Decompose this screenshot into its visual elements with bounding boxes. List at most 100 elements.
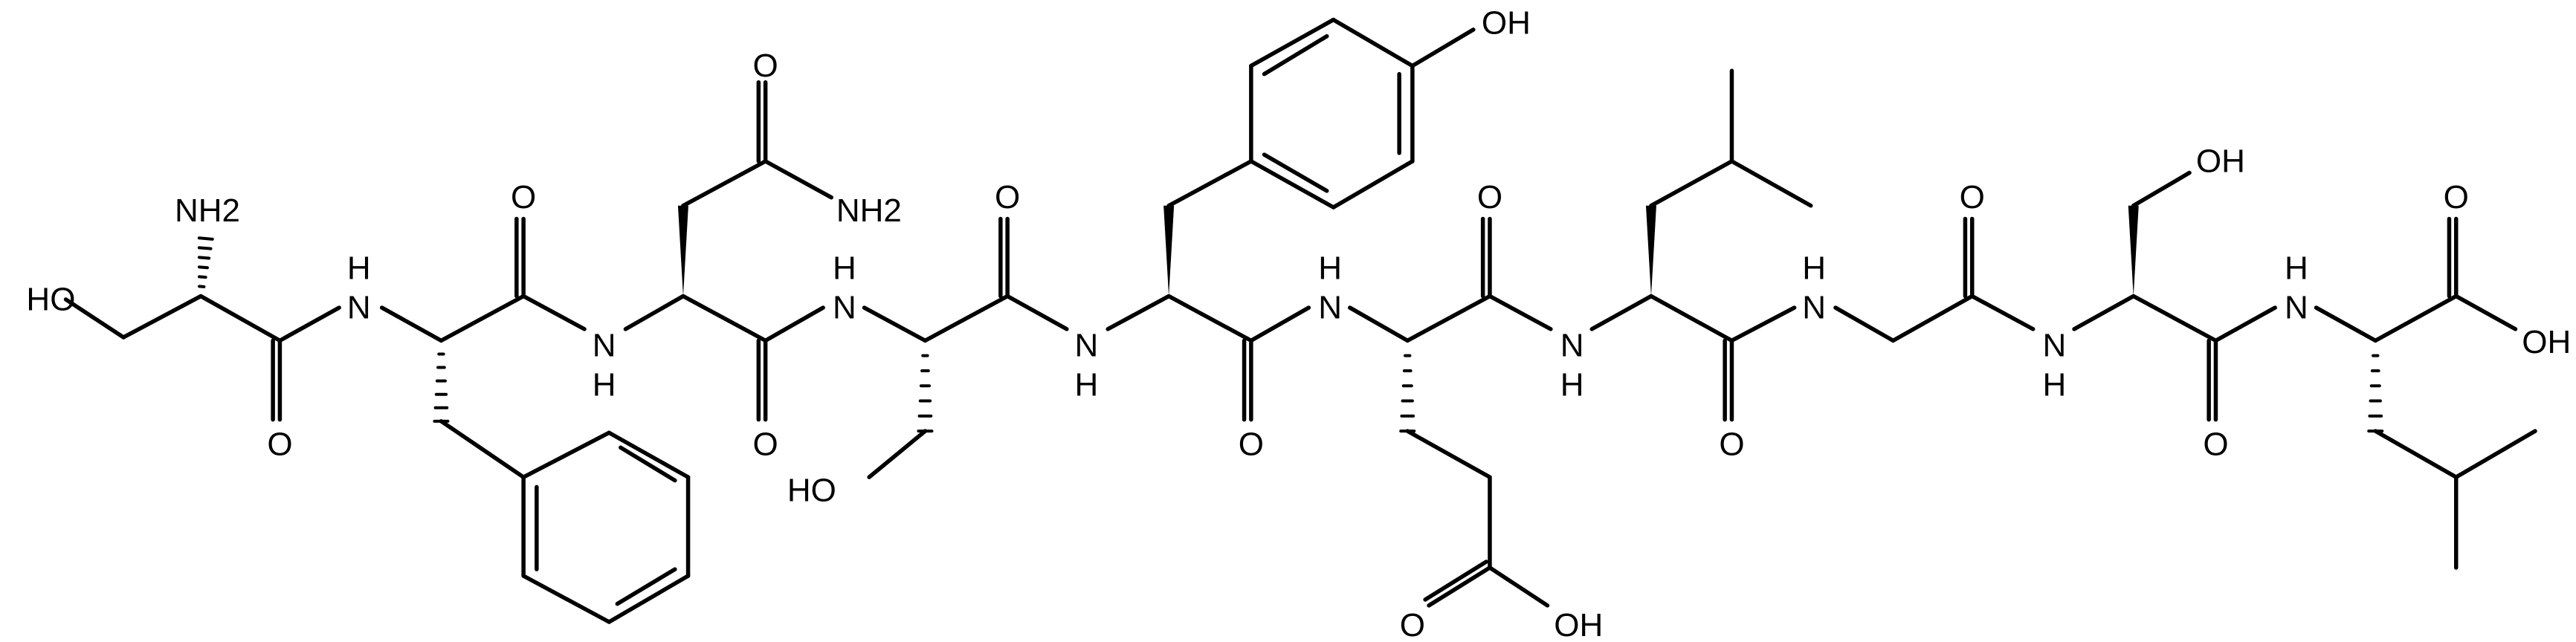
bond-leu7-c-n (1729, 305, 1797, 343)
bond-ser1-co (198, 294, 283, 343)
bond-ser9-ca-co (2131, 294, 2218, 343)
atom-label-ser4-h: H (833, 250, 856, 286)
atom-label-ser9-o: O (2203, 426, 2228, 462)
atom-label-asn-side-nh2: NH2 (836, 192, 902, 229)
atom-label-leu10-nh: N (2285, 290, 2308, 326)
bond-tyr-ring (1331, 159, 1415, 210)
atom-label-gly-h: H (1802, 250, 1826, 286)
bond-ser1-cb (121, 294, 203, 340)
atom-label-ser4-o: O (995, 179, 1020, 215)
wedge-asn-cb (677, 205, 688, 296)
atom-label-ser1-nh2: NH2 (175, 192, 240, 229)
bond-tyr-ring (1249, 159, 1336, 210)
bond-tyr-oh (1410, 27, 1476, 68)
bond-glu-c-n (1488, 294, 1553, 331)
bond-tyr-n-ca (1105, 294, 1171, 331)
hashed-phe-cb (433, 352, 450, 423)
bond-ser9-c-n (2213, 305, 2277, 343)
bond-tyr-ring-inner (1262, 33, 1329, 77)
bond-glu-n-ca (1347, 305, 1410, 343)
atom-label-tyr-nh: N (1075, 328, 1099, 364)
bond-phe-ring (607, 574, 691, 624)
bond-leu10-oh (2453, 294, 2518, 331)
atom-label-tyr-o: O (1239, 426, 1264, 462)
bond-gly-ca-co (1891, 294, 1975, 343)
bond-asn-cb-cg (681, 159, 768, 208)
atom-label-leu10-o: O (2444, 179, 2469, 215)
hashed-glu-cb (1399, 354, 1416, 433)
atom-label-leu7-h: H (1560, 367, 1584, 403)
bond-tyr-ring-inner (1262, 152, 1329, 193)
bond-phe-ring-inner (615, 567, 677, 606)
atom-label-gly-o: O (1960, 179, 1985, 215)
bond-phe-ring (521, 430, 612, 479)
bond-tyr-cb-ring (1166, 159, 1253, 208)
bond-ser4-cb-oh (867, 429, 928, 479)
bond-asn-c-n (763, 305, 825, 343)
bond-gly-c-n (1969, 294, 2036, 331)
atom-label-phe-n: N (347, 290, 371, 326)
hash-stroke (198, 285, 206, 288)
bond-ser4-n-ca (862, 305, 928, 343)
bond-leu10-n-ca (2314, 305, 2378, 343)
hash-stroke (198, 275, 207, 279)
atom-label-glu-h: H (1318, 250, 1342, 286)
atom-label-asn-side-o: O (753, 48, 778, 84)
atom-label-glu-side-o: O (1400, 607, 1425, 642)
hashed-ser1-nh2 (197, 236, 214, 288)
bond-leu10-cb-cg (2373, 429, 2459, 479)
wedge-leu7-cb (1645, 205, 1656, 296)
atom-label-asn-nh: N (593, 328, 616, 364)
atom-label-leu10-h: H (2285, 250, 2308, 286)
atom-label-ser4-nh: N (833, 290, 856, 326)
bond-phe-ring (607, 430, 691, 479)
atom-label-phe-o: O (511, 179, 536, 215)
atom-label-ser9-nh: N (2043, 328, 2067, 364)
bond-ser9-oh (2131, 170, 2192, 208)
bond-phe-cb-ring (439, 419, 526, 479)
bond-ser9-n-ca (2072, 294, 2136, 331)
atom-label-ser1-oh: HO (26, 282, 75, 318)
atom-label-ser1-o: O (267, 426, 292, 462)
atom-label-ser4-oh: HO (787, 472, 836, 508)
bond-leu10-ca-co (2373, 294, 2459, 343)
bond-tyr-ca-co (1166, 294, 1253, 343)
atom-label-glu-side-oh: OH (1554, 607, 1603, 642)
bond-asn-n-ca (623, 294, 685, 331)
bond-glu-ca-co (1405, 294, 1492, 343)
bond-leu7-ca-co (1649, 294, 1734, 343)
bond-asn-ca-co (681, 294, 768, 343)
hash-stroke (197, 236, 214, 241)
bond-glu-side-oh (1488, 565, 1550, 608)
atom-label-gly-nh: N (1802, 290, 1826, 326)
atom-label-tyr-h: H (1075, 367, 1099, 403)
hashed-ser4-cb (917, 354, 934, 433)
bond-phe-ring (521, 574, 612, 624)
bond-leu7-n-ca (1589, 294, 1653, 331)
bond-phe-n-ca (379, 305, 444, 343)
bond-glu-side-carbonyl (1427, 565, 1492, 608)
bond-glu-cb-cg (1405, 429, 1492, 479)
bond-ser4-ca-co (923, 294, 1010, 343)
bond-leu10-cd1 (2453, 429, 2537, 479)
atom-label-tyr-oh: OH (1482, 5, 1531, 42)
bond-asn-side-n (763, 159, 833, 200)
bond-leu7-cd2 (1729, 159, 1813, 208)
bond-leu7-cb-cg (1649, 159, 1734, 208)
bond-tyr-ring (1249, 17, 1336, 68)
stereo-bonds (197, 205, 2384, 433)
atom-label-asn-o: O (753, 426, 778, 462)
bond-tyr-c-n (1249, 305, 1311, 343)
bond-ser1-oh (63, 297, 126, 340)
hashed-leu10-cb (2367, 354, 2384, 433)
hash-stroke (197, 265, 209, 270)
bond-glu-side-carbonyl (1423, 560, 1488, 602)
wedge-tyr-cb (1163, 205, 1175, 296)
bond-ser4-c-n (1005, 294, 1069, 331)
atom-label-leu7-o: O (1719, 426, 1744, 462)
bond-lines (63, 17, 2537, 624)
atom-label-phe-nh: H (347, 250, 371, 286)
atom-label-asn-h: H (593, 367, 616, 403)
